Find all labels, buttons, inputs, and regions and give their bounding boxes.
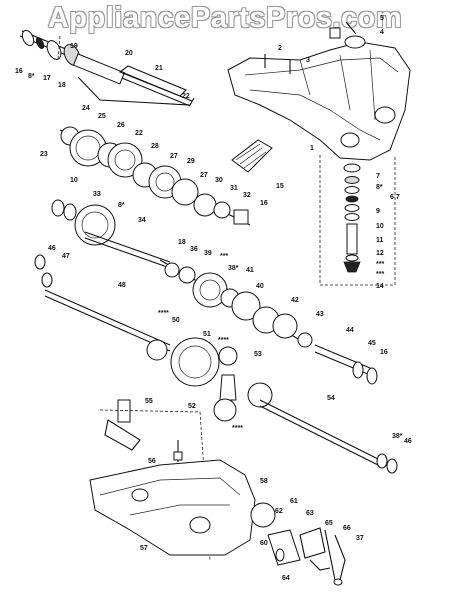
part-label: 50 (172, 317, 180, 324)
part-label: *** (220, 253, 228, 260)
part-label: 45 (368, 340, 376, 347)
part-label: 54 (327, 395, 335, 402)
part-label: 27 (170, 153, 178, 160)
part-label: 38* (392, 433, 403, 440)
part-label: **** (158, 310, 169, 317)
part-label: 8* (28, 73, 35, 80)
part-label: 55 (145, 398, 153, 405)
part-label: 65 (325, 520, 333, 527)
part-label: **** (218, 337, 229, 344)
part-label: 62 (275, 508, 283, 515)
part-label: 17 (43, 75, 51, 82)
part-label: 7 (376, 173, 380, 180)
part-label: 16 (260, 200, 268, 207)
part-label: 19 (70, 43, 78, 50)
part-label: 3 (306, 57, 310, 64)
part-label: 29 (187, 158, 195, 165)
part-label: *** (376, 261, 384, 268)
part-label: 37 (356, 535, 364, 542)
part-label: 21 (155, 65, 163, 72)
part-label: 53 (254, 351, 262, 358)
part-label: 39 (204, 250, 212, 257)
part-label: 41 (246, 267, 254, 274)
part-label: 36 (190, 246, 198, 253)
part-label: 1 (310, 145, 314, 152)
part-label: 16 (15, 68, 23, 75)
part-label: 47 (62, 253, 70, 260)
part-label: 66 (343, 525, 351, 532)
part-label: 8* (376, 184, 383, 191)
shift-lever (99, 399, 211, 561)
part-label: 40 (256, 283, 264, 290)
part-label: 46 (48, 245, 56, 252)
part-label: 60 (260, 540, 268, 547)
part-label: 10 (70, 177, 78, 184)
part-label: 2 (278, 45, 282, 52)
part-label: 57 (140, 545, 148, 552)
part-label: *** (376, 271, 384, 278)
part-label: 16 (380, 349, 388, 356)
gear-stack-upper (59, 126, 251, 226)
watermark: AppliancePartsPros.com (47, 2, 403, 34)
part-label: 31 (230, 185, 238, 192)
part-label: 18 (58, 82, 66, 89)
part-label: 33 (93, 191, 101, 198)
part-label: 30 (215, 177, 223, 184)
part-label: 52 (188, 403, 196, 410)
part-label: 56 (148, 458, 156, 465)
part-label: 18 (178, 239, 186, 246)
shaft-assembly-top (19, 29, 195, 107)
differential-assembly (146, 337, 398, 474)
part-label: 22 (135, 130, 143, 137)
part-label: 4 (380, 29, 384, 36)
bottom-right-parts (250, 502, 346, 586)
part-label: 5 (380, 15, 384, 22)
part-label: 64 (282, 575, 290, 582)
part-label: 61 (290, 498, 298, 505)
main-shaft-48 (34, 254, 171, 352)
upper-housing (227, 21, 411, 161)
part-label: 38* (228, 265, 239, 272)
part-label: 27 (200, 172, 208, 179)
lower-housing (89, 440, 256, 556)
part-label: 63 (306, 510, 314, 517)
part-label: 51 (203, 331, 211, 338)
part-label: 24 (82, 105, 90, 112)
part-label: 58 (260, 478, 268, 485)
part-label: 8* (118, 202, 125, 209)
part-label: **** (232, 425, 243, 432)
part-label: 22 (182, 93, 190, 100)
part-label: 44 (346, 327, 354, 334)
part-label: 43 (316, 311, 324, 318)
drive-chain (231, 139, 273, 173)
gear-shaft-middle (51, 199, 171, 269)
part-label: 23 (40, 151, 48, 158)
part-label: 10 (376, 223, 384, 230)
part-label: 12 (376, 250, 384, 257)
part-labels: 16 8* 17 18 19 20 21 22 24 25 26 22 23 2… (15, 15, 412, 582)
part-label: 28 (151, 143, 159, 150)
part-label: 42 (291, 297, 299, 304)
part-label: 25 (98, 113, 106, 120)
part-label: 34 (138, 217, 146, 224)
right-column-parts (319, 155, 396, 286)
part-label: 15 (276, 183, 284, 190)
part-label: 9 (376, 208, 380, 215)
part-label: 46 (404, 438, 412, 445)
part-label: 20 (125, 50, 133, 57)
part-label: 26 (117, 122, 125, 129)
shaft-44 (314, 344, 378, 385)
part-label: 32 (243, 192, 251, 199)
gear-stack-lower (159, 259, 313, 348)
part-label: 14 (376, 283, 384, 290)
part-label: 6 7 (390, 194, 400, 201)
part-label: 48 (118, 282, 126, 289)
part-label: 11 (376, 237, 384, 244)
